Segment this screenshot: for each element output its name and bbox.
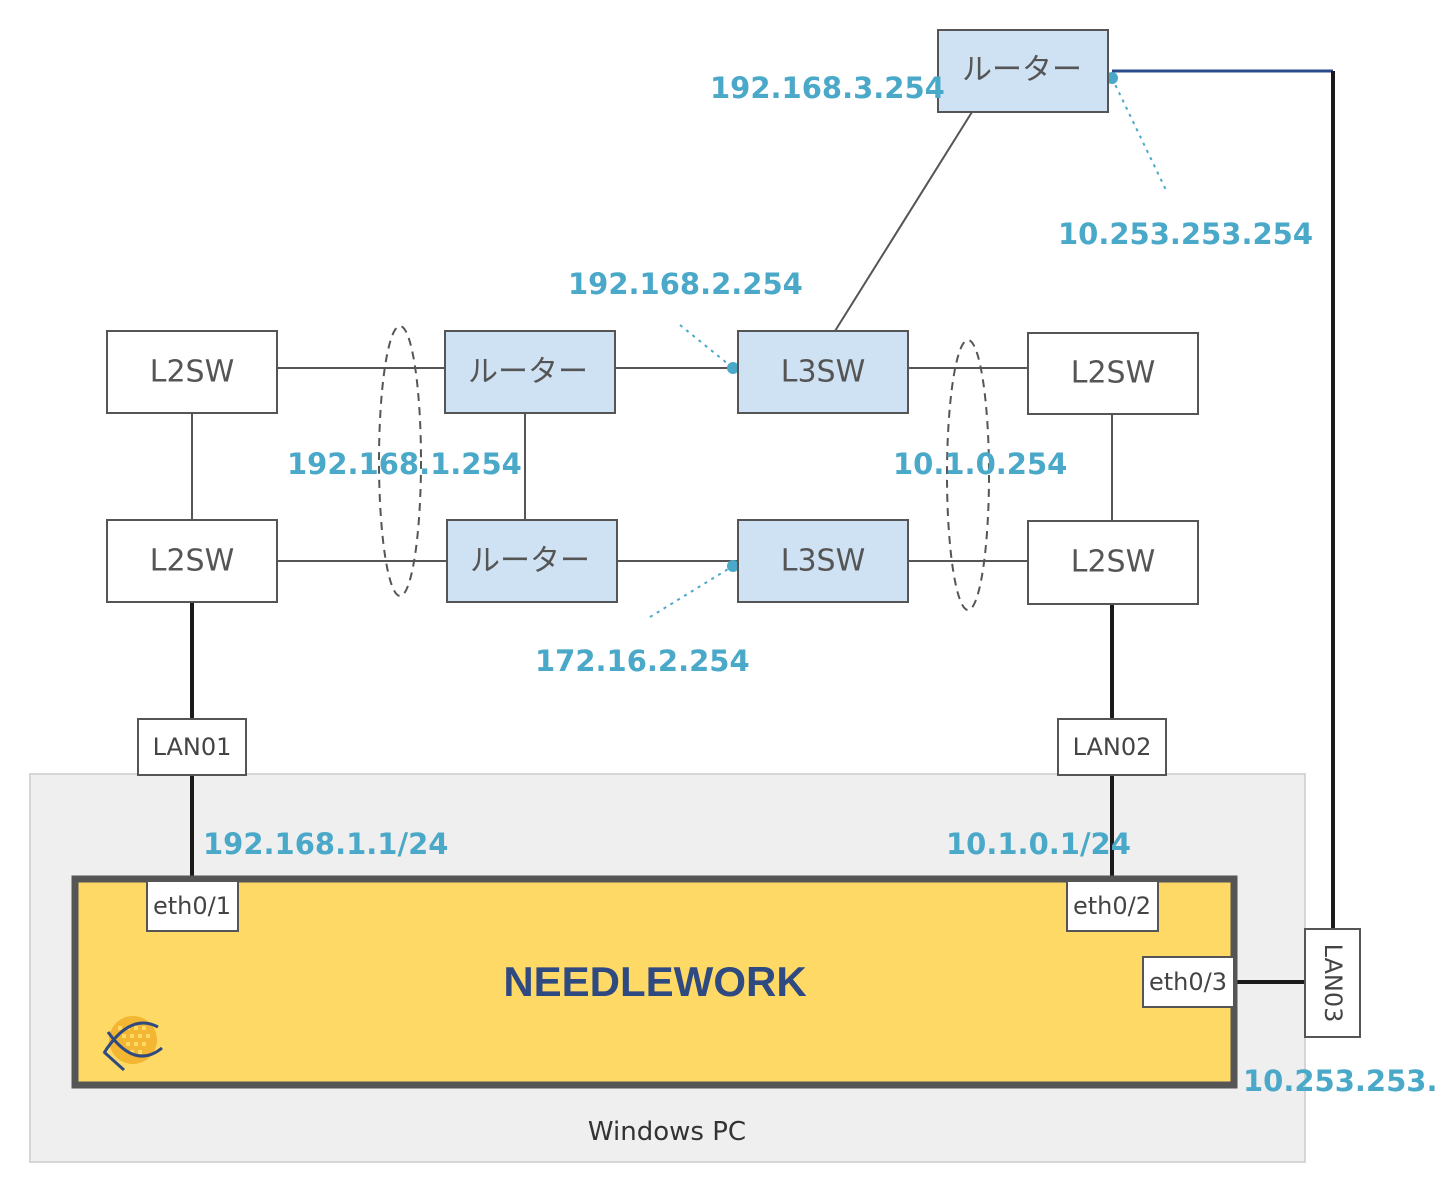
- port-eth0-1: eth0/1: [146, 880, 239, 932]
- needlework-logo-icon: [102, 1016, 163, 1072]
- ip-label-right-segment: 10.1.0.254: [893, 447, 1067, 481]
- node-router-top: ルーター: [937, 29, 1109, 113]
- port-eth0-3: eth0/3: [1142, 956, 1235, 1008]
- leader-upper-l3sw: [679, 324, 734, 369]
- port-lan01: LAN01: [137, 718, 247, 776]
- port-lan03: LAN03: [1304, 928, 1361, 1038]
- ip-label-left-segment: 192.168.1.254: [287, 447, 522, 481]
- port-eth0-3-label: eth0/3: [1149, 968, 1227, 996]
- leader-lower-l3sw: [649, 565, 734, 618]
- node-l2sw-bottom-right: L2SW: [1027, 520, 1199, 605]
- port-eth0-2-label: eth0/2: [1073, 892, 1151, 920]
- link-top-router-l3sw: [834, 111, 973, 332]
- node-l2sw-bottom-left: L2SW: [106, 519, 278, 603]
- port-eth0-1-label: eth0/1: [153, 892, 231, 920]
- node-l3sw-upper-label: L3SW: [781, 355, 866, 390]
- node-l2sw-bottom-right-label: L2SW: [1071, 545, 1156, 580]
- node-router-mid-upper-label: ルーター: [468, 355, 588, 390]
- node-l2sw-top-left-label: L2SW: [150, 355, 235, 390]
- needlework-title: NEEDLEWORK: [503, 958, 806, 1005]
- dot-upper-l3sw: [727, 362, 739, 374]
- port-eth0-2: eth0/2: [1066, 880, 1159, 932]
- ip-label-lower-l3sw: 172.16.2.254: [535, 644, 750, 678]
- port-lan02: LAN02: [1057, 718, 1167, 776]
- node-l3sw-upper: L3SW: [737, 330, 909, 414]
- node-router-top-label: ルーター: [962, 53, 1082, 88]
- ip-label-eth0-2: 10.1.0.1/24: [946, 827, 1131, 861]
- node-l2sw-top-left: L2SW: [106, 330, 278, 414]
- segment-ellipse-left: [378, 325, 422, 597]
- node-router-mid-lower-label: ルーター: [470, 544, 590, 579]
- leader-top-router-wan: [1111, 77, 1167, 191]
- needlework-device: NEEDLEWORK: [71, 875, 1238, 1089]
- windows-pc-label: Windows PC: [588, 1117, 746, 1147]
- ip-label-eth0-1: 192.168.1.1/24: [203, 827, 448, 861]
- node-l2sw-top-right: L2SW: [1027, 332, 1199, 415]
- ip-label-eth0-3: 10.253.253.1: [1243, 1064, 1440, 1098]
- node-l3sw-lower: L3SW: [737, 519, 909, 603]
- port-lan02-label: LAN02: [1073, 733, 1152, 761]
- port-lan03-label: LAN03: [1319, 944, 1347, 1023]
- node-router-mid-lower: ルーター: [446, 519, 618, 603]
- node-l2sw-top-right-label: L2SW: [1071, 356, 1156, 391]
- ip-label-top-router: 192.168.3.254: [710, 71, 945, 105]
- port-lan01-label: LAN01: [153, 733, 232, 761]
- ip-label-upper-l3sw: 192.168.2.254: [568, 267, 803, 301]
- segment-ellipse-right: [946, 339, 990, 611]
- node-l2sw-bottom-left-label: L2SW: [150, 544, 235, 579]
- node-l3sw-lower-label: L3SW: [781, 544, 866, 579]
- node-router-mid-upper: ルーター: [444, 330, 616, 414]
- dot-lower-l3sw: [727, 560, 739, 572]
- ip-label-top-router-wan: 10.253.253.254: [1058, 217, 1313, 251]
